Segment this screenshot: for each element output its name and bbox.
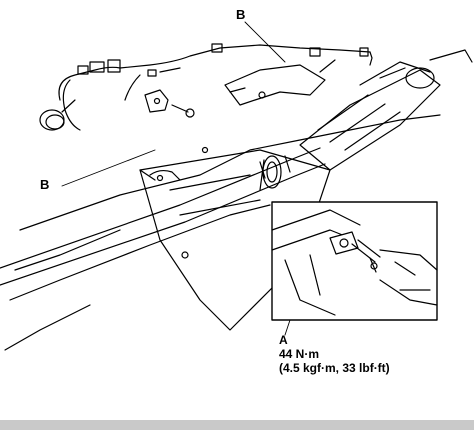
leader-b-left <box>61 149 156 187</box>
pipe-flange <box>259 155 282 191</box>
catalytic-converter <box>299 49 473 171</box>
small-bracket <box>144 89 195 118</box>
callout-b-left: B <box>40 177 50 192</box>
mounting-bolt-a <box>329 231 381 273</box>
leader-b-top <box>244 21 286 63</box>
floor-panel <box>4 114 441 351</box>
torque-spec-primary: 44 N·m <box>279 347 320 361</box>
heat-shield <box>139 146 331 331</box>
torque-spec-alternate: (4.5 kgf·m, 33 lbf·ft) <box>279 361 390 375</box>
harness-connectors <box>77 43 369 77</box>
sensor-harness <box>58 44 373 131</box>
callout-b-top: B <box>236 7 246 22</box>
footer-rule <box>0 420 474 430</box>
wire-coil <box>39 99 76 131</box>
detail-inset <box>271 201 438 321</box>
bracket-b-upper <box>224 59 336 106</box>
callout-a: A <box>279 333 288 347</box>
